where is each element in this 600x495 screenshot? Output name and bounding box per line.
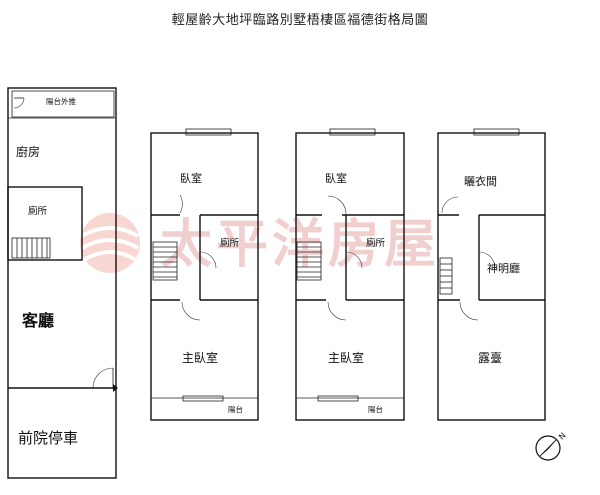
floor3-balcony-label: 陽台 <box>368 404 383 414</box>
floor2-stairs <box>152 241 178 281</box>
floor1-front-yard-label: 前院停車 <box>18 429 78 447</box>
floor2-toilet-label: 廁所 <box>220 237 240 249</box>
watermark-logo-icon <box>80 213 140 273</box>
floor-4: 曬衣間 神明廳 露臺 <box>437 128 546 421</box>
floor1-living-room-label: 客廳 <box>22 311 54 330</box>
floor4-shrine-hall-label: 神明廳 <box>487 261 520 275</box>
svg-text:N: N <box>557 431 568 442</box>
watermark-text: 太平洋房屋 <box>160 215 440 275</box>
floor1-balcony-label: 陽台外推 <box>46 96 76 106</box>
watermark: 太平洋房屋 <box>80 213 440 275</box>
floor2-balcony-label: 陽台 <box>228 404 243 414</box>
floor3-master-bedroom-label: 主臥室 <box>328 350 364 365</box>
plan-title: 輕屋齡大地坪臨路別墅梧棲區福德街格局圖 <box>171 13 429 28</box>
floor1-toilet-label: 廁所 <box>28 205 48 217</box>
floor-3: 臥室 廁所 主臥室 陽台 <box>295 128 405 421</box>
floor4-drying-room-label: 曬衣間 <box>464 174 497 188</box>
floor2-bedroom-label: 臥室 <box>180 171 202 185</box>
floor-1: 陽台外推 廚房 廁所 客廳 前院停車 <box>7 87 118 479</box>
floor3-bedroom-label: 臥室 <box>325 171 347 185</box>
floor3-toilet-label: 廁所 <box>366 237 386 249</box>
floor1-kitchen-label: 廚房 <box>16 144 40 159</box>
floor3-stairs <box>296 241 322 281</box>
floor-2: 臥室 廁所 主臥室 陽台 <box>150 128 259 421</box>
floor4-stairs <box>439 257 453 295</box>
floor1-stairs <box>11 237 51 259</box>
floor4-terrace-label: 露臺 <box>478 350 502 365</box>
floor2-master-bedroom-label: 主臥室 <box>182 350 218 365</box>
compass-north-icon: N <box>535 431 568 461</box>
